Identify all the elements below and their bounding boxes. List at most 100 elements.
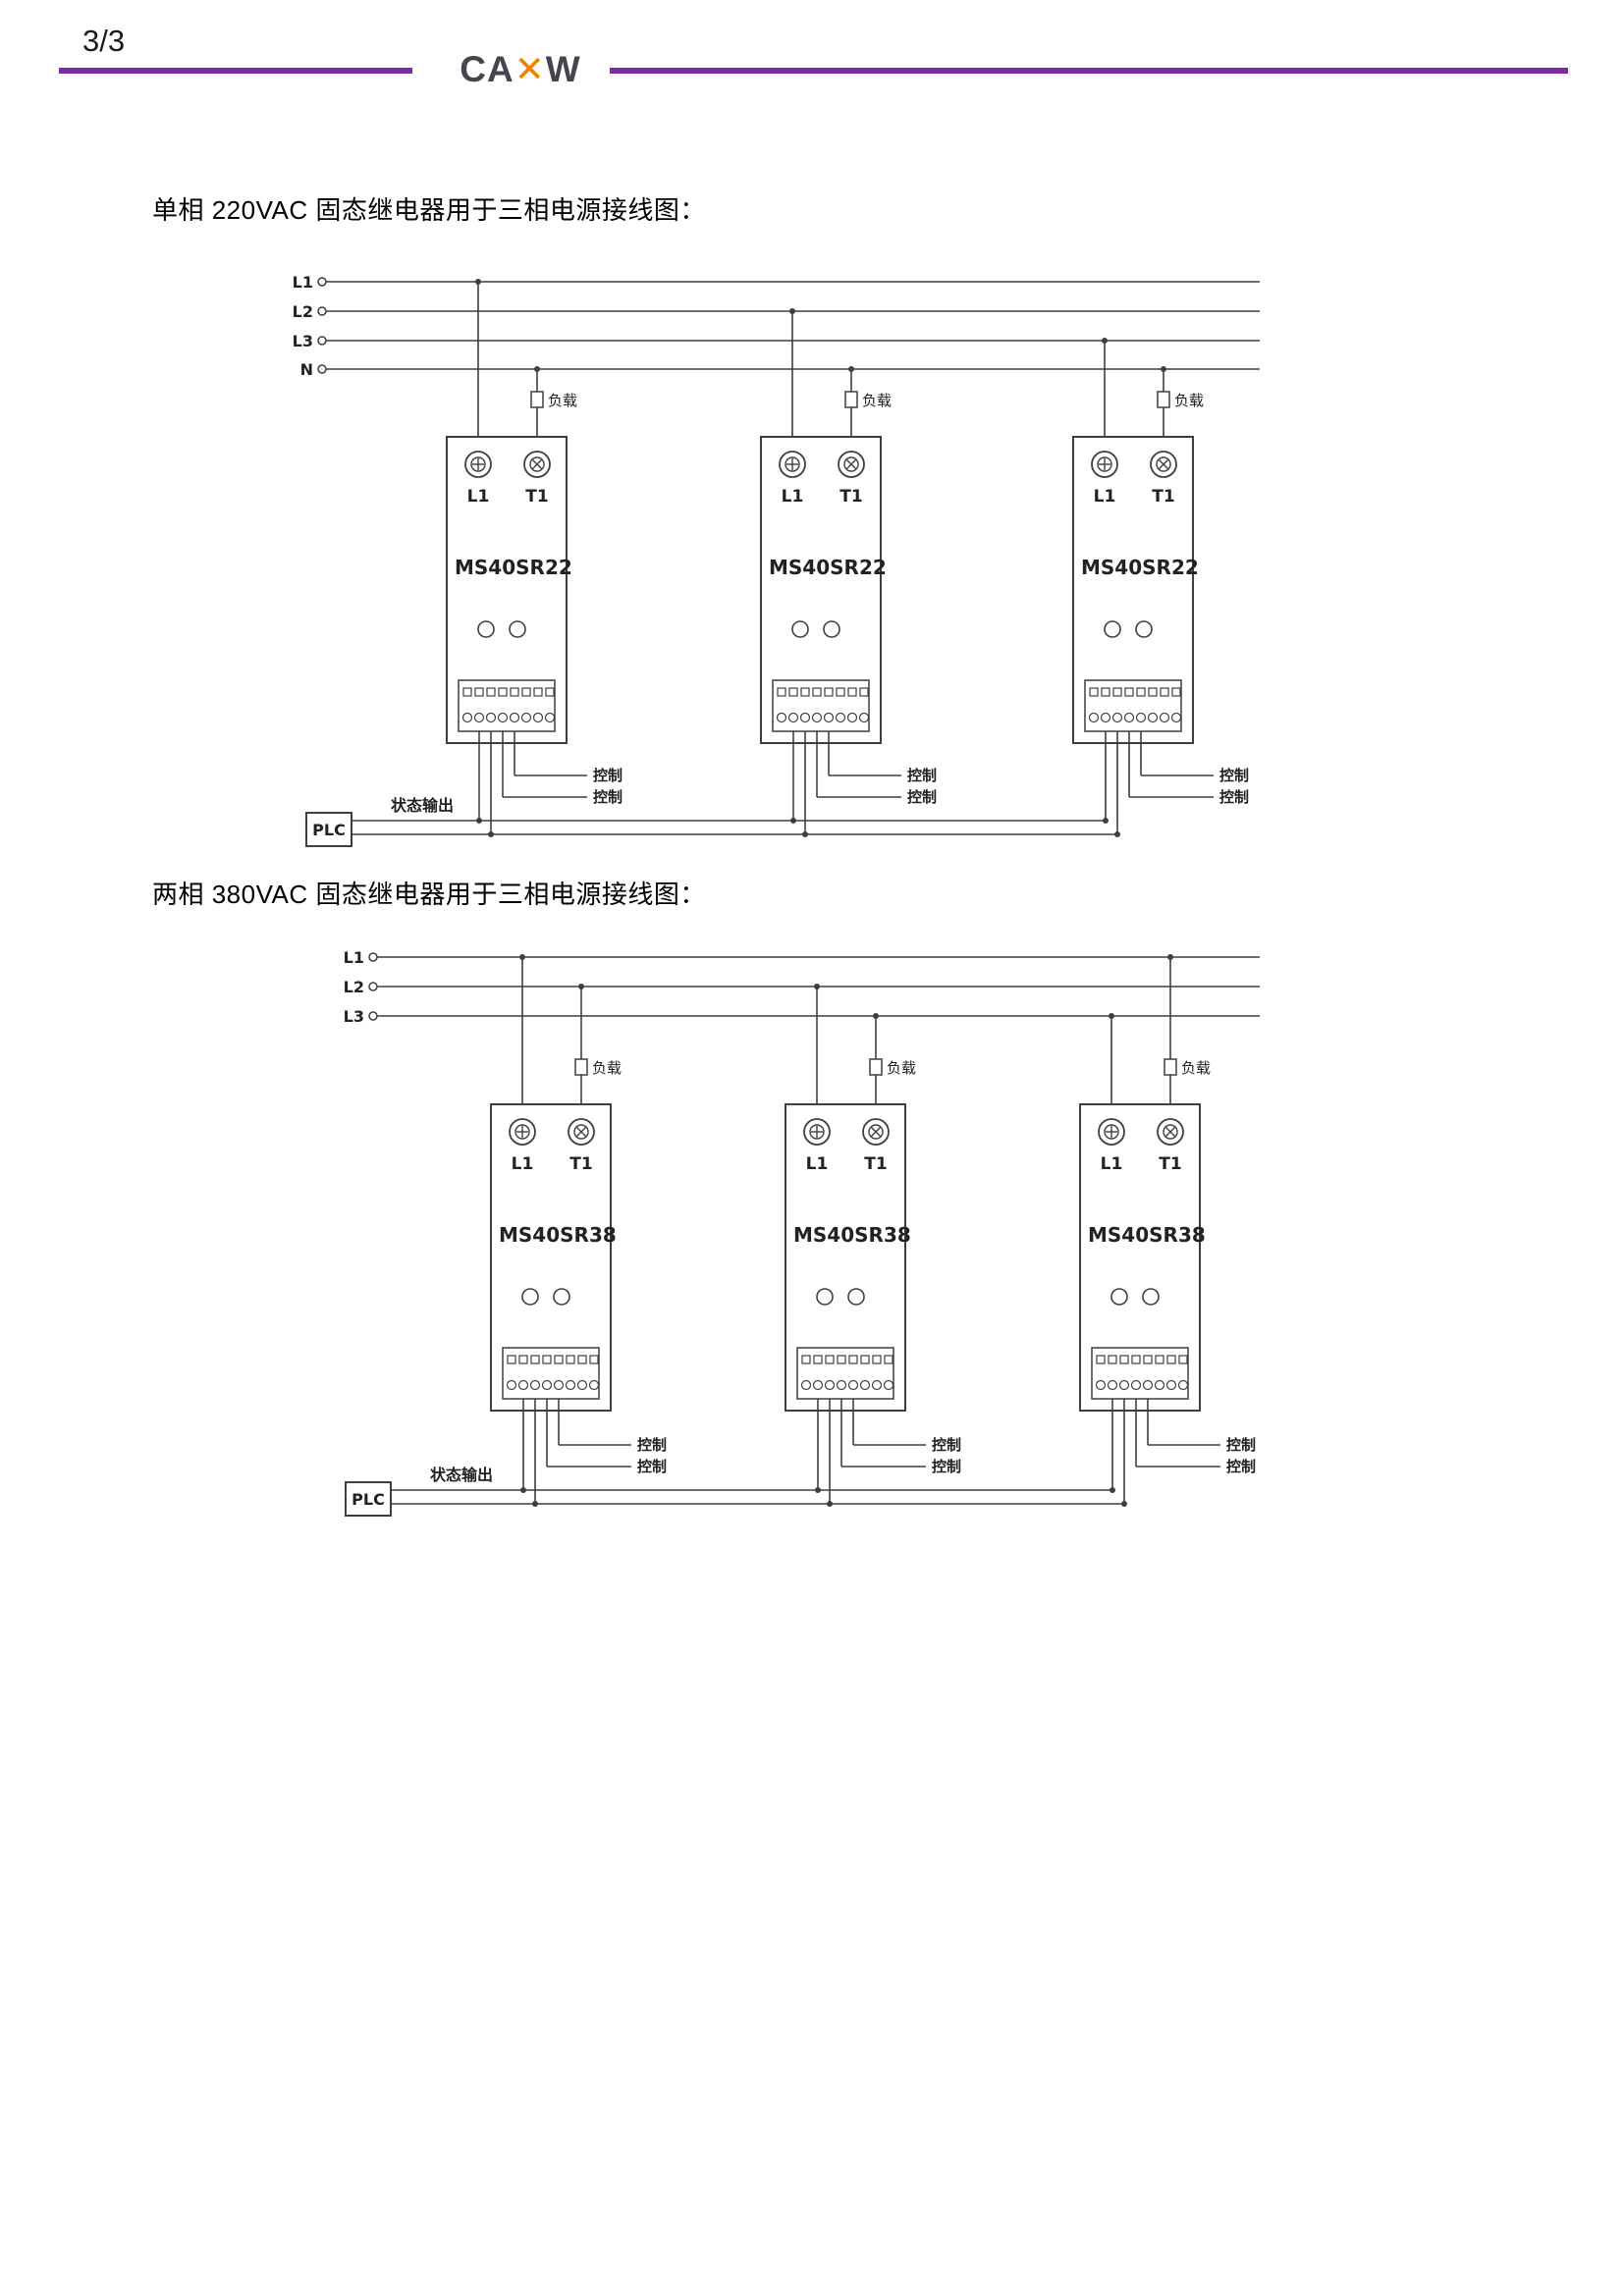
junction-dot [1109, 1013, 1114, 1019]
terminal-screw-inner [785, 456, 800, 472]
strip-hole [859, 1379, 871, 1391]
strip-screw [859, 687, 869, 697]
strip-hole [497, 712, 509, 723]
indicator-led [1110, 1288, 1128, 1306]
module-model: MS40SR38 [499, 1223, 617, 1247]
terminal-label: T1 [525, 487, 548, 507]
bus-label: L3 [293, 332, 313, 350]
strip-hole [1177, 1379, 1189, 1391]
strip-hole [835, 712, 846, 723]
strip-screw [566, 1355, 575, 1364]
control-label: 控制 [932, 1458, 961, 1475]
strip-screw [1160, 687, 1169, 697]
plc-label: PLC [352, 1490, 385, 1509]
junction-dot [519, 954, 525, 960]
strip-hole [1088, 712, 1100, 723]
strip-hole [1135, 712, 1147, 723]
junction-dot [1161, 366, 1166, 372]
terminal-label: L1 [782, 487, 804, 507]
junction-dot [814, 984, 820, 989]
terminal-label: T1 [839, 487, 862, 507]
strip-hole [800, 1379, 812, 1391]
status-output-label: 状态输出 [391, 796, 454, 815]
strip-hole [1107, 1379, 1118, 1391]
terminal-screw-inner [868, 1124, 884, 1140]
strip-screw [1166, 1355, 1176, 1364]
indicator-led [791, 620, 809, 638]
bus-terminal [368, 1011, 378, 1021]
terminal-label: T1 [1159, 1154, 1181, 1174]
strip-screw [847, 687, 857, 697]
terminal-screw-inner [843, 456, 859, 472]
strip-screw [813, 1355, 823, 1364]
terminal-screw-inner [1097, 456, 1112, 472]
strip-hole [1118, 1379, 1130, 1391]
strip-screw [545, 687, 555, 697]
strip-screw [788, 687, 798, 697]
bus-terminal [368, 982, 378, 991]
strip-screw [1119, 1355, 1129, 1364]
strip-hole [836, 1379, 847, 1391]
strip-screw [884, 1355, 893, 1364]
strip-screw [801, 1355, 811, 1364]
strip-screw [1101, 687, 1110, 697]
screw-slot [1165, 1127, 1175, 1137]
strip-hole [1154, 1379, 1165, 1391]
screw-slot [576, 1127, 586, 1137]
indicator-led [509, 620, 526, 638]
strip-screw [1108, 1355, 1117, 1364]
control-label: 控制 [637, 1436, 667, 1454]
section-2-title: 两相 380VAC 固态继电器用于三相电源接线图： [152, 880, 706, 909]
terminal-label: T1 [1152, 487, 1174, 507]
strip-screw [1112, 687, 1122, 697]
strip-screw [1178, 1355, 1188, 1364]
screw-slot [532, 459, 542, 469]
strip-hole [1111, 712, 1123, 723]
bus-terminal [317, 306, 327, 316]
strip-screw [800, 687, 810, 697]
strip-hole [473, 712, 485, 723]
strip-hole [565, 1379, 576, 1391]
strip-hole [553, 1379, 565, 1391]
strip-screw [860, 1355, 870, 1364]
module-model: MS40SR22 [455, 556, 572, 579]
strip-screw [836, 687, 845, 697]
strip-screw [872, 1355, 882, 1364]
load-label: 负载 [548, 392, 577, 409]
strip-hole [799, 712, 811, 723]
strip-screw [462, 687, 472, 697]
junction-dot [1102, 338, 1108, 344]
load-label: 负载 [592, 1059, 622, 1077]
section-1-title: 单相 220VAC 固态继电器用于三相电源接线图： [152, 195, 706, 225]
control-label: 控制 [907, 788, 937, 806]
junction-dot [1167, 954, 1173, 960]
strip-hole [1170, 712, 1182, 723]
strip-screw [554, 1355, 564, 1364]
screw-slot [871, 1127, 881, 1137]
plc-box [345, 1481, 392, 1517]
strip-hole [485, 712, 497, 723]
strip-hole [812, 1379, 824, 1391]
header-rule-right [610, 68, 1568, 74]
header-rule-left [59, 68, 412, 74]
terminal-label: L1 [1101, 1154, 1123, 1174]
plc-box [305, 812, 352, 847]
control-label: 控制 [1219, 767, 1249, 784]
strip-screw [518, 1355, 528, 1364]
load-symbol [530, 391, 544, 408]
screw-slot [1159, 459, 1168, 469]
strip-hole [824, 1379, 836, 1391]
control-label: 控制 [1226, 1458, 1256, 1475]
bus-label: L1 [293, 273, 313, 292]
strip-screw [1096, 1355, 1106, 1364]
load-label: 负载 [887, 1059, 916, 1077]
load-symbol [574, 1058, 588, 1076]
module-model: MS40SR22 [769, 556, 887, 579]
strip-screw [1124, 687, 1134, 697]
bus-terminal [317, 277, 327, 287]
strip-hole [520, 712, 532, 723]
strip-hole [529, 1379, 541, 1391]
strip-screw [1089, 687, 1099, 697]
